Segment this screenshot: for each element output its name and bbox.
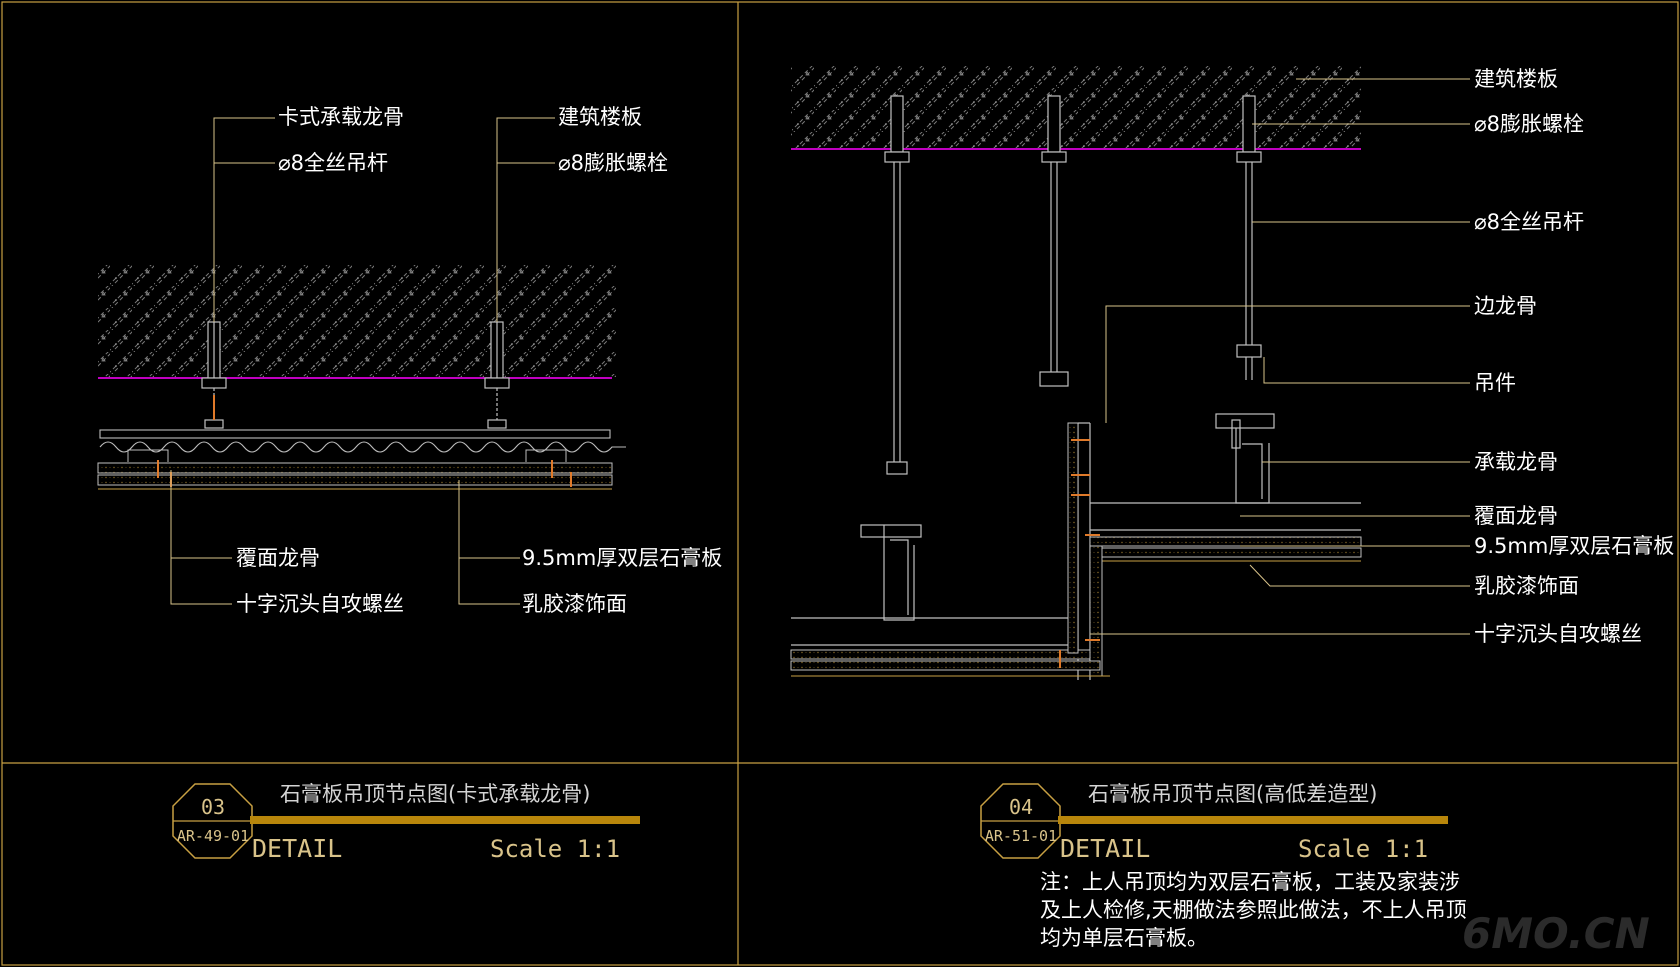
label-floor-slab: 建筑楼板: [558, 105, 642, 129]
label-bearing-keel: 承载龙骨: [1474, 450, 1558, 474]
label-card-keel: 卡式承载龙骨: [278, 105, 404, 129]
label-expansion-bolt: ⌀8膨胀螺栓: [1474, 112, 1584, 136]
right-scale: Scale 1:1: [1298, 835, 1428, 863]
right-slab-hatch: [791, 66, 1361, 148]
left-detail-word: DETAIL: [252, 834, 342, 863]
label-expansion-bolt: ⌀8膨胀螺栓: [558, 151, 668, 175]
badge-number: 04: [1009, 795, 1033, 819]
left-bolt-1: [201, 321, 227, 429]
right-lower-boards: [790, 422, 1110, 677]
badge-number: 03: [201, 795, 225, 819]
label-hanger-rod: ⌀8全丝吊杆: [278, 151, 388, 175]
left-card-keel: [99, 429, 626, 453]
left-title-block: 03 AR-49-01 石膏板吊顶节点图(卡式承载龙骨) DETAIL Scal…: [172, 782, 640, 863]
badge-ref: AR-49-01: [177, 827, 249, 845]
label-gypsum-board: 9.5mm厚双层石膏板: [1474, 534, 1674, 558]
right-leaders: [1090, 78, 1470, 635]
note-line-3: 均为单层石膏板。: [1040, 926, 1208, 950]
right-title-block: 04 AR-51-01 石膏板吊顶节点图(高低差造型) DETAIL Scale…: [980, 782, 1448, 863]
left-bolt-2: [484, 321, 510, 429]
label-latex-paint: 乳胶漆饰面: [1474, 574, 1579, 598]
label-latex-paint: 乳胶漆饰面: [522, 592, 627, 616]
left-leaders: [170, 117, 555, 605]
label-gypsum-board: 9.5mm厚双层石膏板: [522, 546, 722, 570]
left-gypsum-boards: [97, 462, 613, 490]
label-cover-keel: 覆面龙骨: [236, 546, 320, 570]
right-upper-boards: [1089, 536, 1362, 677]
left-scale: Scale 1:1: [490, 835, 620, 863]
label-screw: 十字沉头自攻螺丝: [1474, 622, 1642, 646]
right-title: 石膏板吊顶节点图(高低差造型): [1088, 782, 1377, 806]
label-screw: 十字沉头自攻螺丝: [236, 592, 404, 616]
right-hangers: [860, 413, 1275, 621]
label-hanger-rod: ⌀8全丝吊杆: [1474, 210, 1584, 234]
note-line-1: 注：上人吊顶均为双层石膏板，工装及家装涉: [1040, 870, 1460, 894]
badge-ref: AR-51-01: [985, 827, 1057, 845]
right-detail-word: DETAIL: [1060, 834, 1150, 863]
label-hanger: 吊件: [1474, 371, 1516, 395]
left-title: 石膏板吊顶节点图(卡式承载龙骨): [280, 782, 590, 806]
right-detail: 建筑楼板 ⌀8膨胀螺栓 ⌀8全丝吊杆 边龙骨 吊件 承载龙骨 覆面龙骨 9.5m…: [790, 66, 1674, 950]
note-line-2: 及上人检修,天棚做法参照此做法，不上人吊顶: [1040, 898, 1467, 922]
label-edge-keel: 边龙骨: [1474, 294, 1537, 318]
label-cover-keel: 覆面龙骨: [1474, 504, 1558, 528]
label-floor-slab: 建筑楼板: [1474, 67, 1558, 91]
watermark: 6MO.CN: [1462, 909, 1650, 958]
left-detail: 卡式承载龙骨 ⌀8全丝吊杆 建筑楼板 ⌀8膨胀螺栓 覆面龙骨 十字沉头自攻螺丝 …: [97, 105, 722, 863]
right-rods: [884, 95, 1262, 475]
right-note: 注：上人吊顶均为双层石膏板，工装及家装涉 及上人检修,天棚做法参照此做法，不上人…: [1040, 870, 1467, 950]
left-slab-hatch: [98, 265, 616, 377]
